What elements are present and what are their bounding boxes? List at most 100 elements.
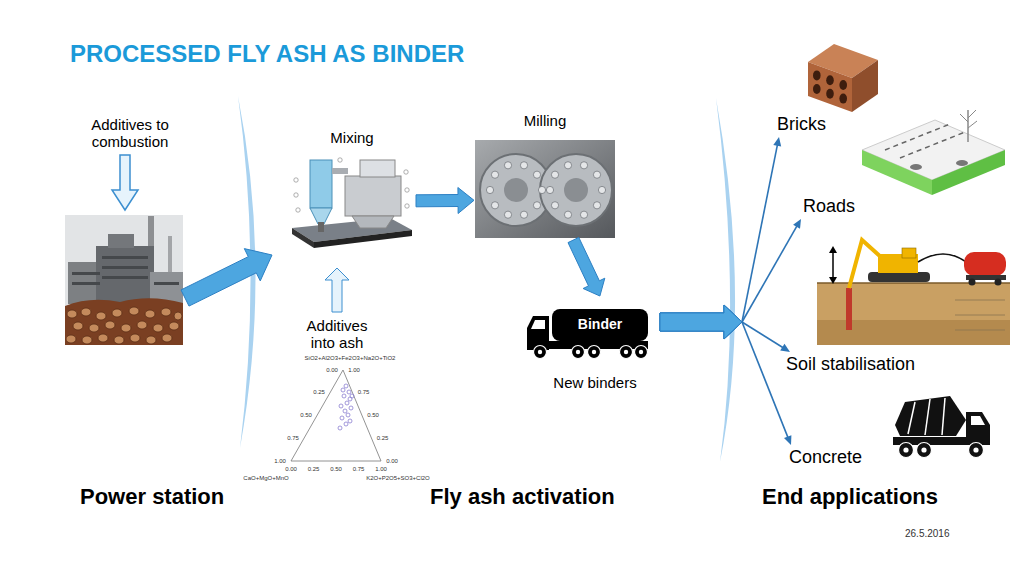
mixing-plant-drawing xyxy=(292,158,412,248)
brick-picture xyxy=(826,75,834,85)
tick-label: 1.00 xyxy=(375,466,387,473)
tick-label: 0.75 xyxy=(287,435,299,442)
power-station-photo xyxy=(67,310,77,318)
soil-stabilisation-picture xyxy=(817,283,1010,345)
soil-stabilisation-picture xyxy=(955,315,1005,316)
note-label: Additives to combustion xyxy=(78,116,182,151)
power-station-photo xyxy=(129,307,139,315)
concrete-truck-picture xyxy=(903,447,978,452)
road-picture xyxy=(862,150,932,195)
concrete-truck-picture xyxy=(942,398,945,435)
process-arrow xyxy=(181,249,272,306)
process-arrow xyxy=(416,188,474,214)
process-arrow xyxy=(660,305,742,339)
power-station-photo xyxy=(89,324,99,332)
brick-picture xyxy=(808,44,878,112)
power-station-photo xyxy=(121,324,131,332)
soil-stabilisation-picture xyxy=(817,320,1010,345)
ternary-plot xyxy=(338,426,342,430)
milling-photo xyxy=(546,162,605,219)
mixing-plant-drawing xyxy=(338,158,342,162)
binder-truck xyxy=(538,350,542,354)
ternary-plot xyxy=(338,384,354,430)
soil-stabilisation-picture xyxy=(955,300,1005,301)
input-arrow xyxy=(112,155,138,210)
binder-truck-node: BinderNew binders xyxy=(520,296,660,396)
ternary-plot xyxy=(340,416,344,420)
axis-label: CaO+MgO+MnO xyxy=(243,475,288,482)
soil-stabilisation-picture xyxy=(955,300,1005,330)
process-arrow xyxy=(568,237,605,296)
binder-truck xyxy=(639,350,643,354)
mixing-plant-drawing xyxy=(345,176,401,216)
concrete-truck-picture xyxy=(921,447,926,452)
arrow-head xyxy=(780,344,790,352)
soil-stabilisation-picture xyxy=(995,279,1002,286)
section-bracket xyxy=(716,98,735,462)
road-picture xyxy=(900,132,965,158)
node-caption: Binder xyxy=(578,316,622,332)
flow-arrow xyxy=(660,219,801,339)
tick-label: 0.50 xyxy=(300,412,312,419)
milling-photo xyxy=(486,162,605,219)
binder-truck xyxy=(588,346,601,359)
power-station-photo xyxy=(65,215,183,345)
flow-arrow xyxy=(660,137,781,339)
process-step: Additives into ash xyxy=(294,312,380,354)
mixing-plant-drawing xyxy=(294,178,298,182)
power-station-photo xyxy=(162,334,172,342)
node-subcaption: New binders xyxy=(553,374,636,391)
power-station-photo xyxy=(114,336,124,344)
mixing-plant-drawing xyxy=(360,160,395,177)
brick-picture xyxy=(826,89,834,99)
mixing-plant-drawing xyxy=(294,158,409,212)
node-caption: Milling xyxy=(524,112,567,129)
road-picture xyxy=(910,164,922,170)
milling-photo xyxy=(564,178,588,202)
node-caption: Mixing xyxy=(330,129,373,146)
milling-photo xyxy=(475,140,615,238)
process-arrow xyxy=(660,305,742,339)
tick-label: 0.25 xyxy=(308,466,320,473)
flow-arrow xyxy=(660,305,790,352)
flow-arrow xyxy=(660,305,791,445)
brick-picture xyxy=(839,94,847,104)
power-station-photo xyxy=(96,246,154,304)
power-station-photo xyxy=(73,322,83,330)
ternary-plot xyxy=(341,388,345,392)
tick-label: 0.00 xyxy=(285,466,297,473)
soil-stabilisation-picture xyxy=(902,248,916,258)
brick-picture xyxy=(813,84,821,94)
power-station-photo xyxy=(65,298,183,345)
process-arrow xyxy=(660,305,742,339)
road-picture xyxy=(862,110,1005,195)
flow-arrow xyxy=(416,188,474,214)
power-station-photo xyxy=(145,310,155,318)
section-label: End applications xyxy=(762,484,938,509)
tick-label: 1.00 xyxy=(348,367,360,374)
concrete-truck-picture xyxy=(966,412,990,440)
application-label: Roads xyxy=(801,194,858,219)
concrete-truck-picture xyxy=(908,398,945,435)
binder-truck xyxy=(620,346,633,359)
section-label: Fly ash activation xyxy=(430,484,615,509)
ternary-plot xyxy=(343,409,347,413)
power-station-photo xyxy=(66,335,76,343)
tick-label: 1.00 xyxy=(274,458,286,465)
concrete-truck-picture xyxy=(899,443,984,458)
ternary-plot xyxy=(291,370,381,461)
tick-label: 0.00 xyxy=(326,367,338,374)
process-step: Mixing xyxy=(288,128,416,268)
arrow-head xyxy=(784,435,791,445)
node-caption: Bricks xyxy=(777,114,826,135)
fan-arrow-line xyxy=(742,145,777,322)
mixing-plant-drawing xyxy=(296,208,300,212)
brick-picture xyxy=(839,80,847,90)
ternary-plot xyxy=(339,404,343,408)
brick-picture xyxy=(808,62,852,112)
soil-stabilisation-picture xyxy=(868,272,930,282)
milling-photo xyxy=(504,178,528,202)
binder-truck xyxy=(624,350,628,354)
node-caption: Roads xyxy=(803,196,855,217)
concrete-truck-picture xyxy=(893,396,990,458)
